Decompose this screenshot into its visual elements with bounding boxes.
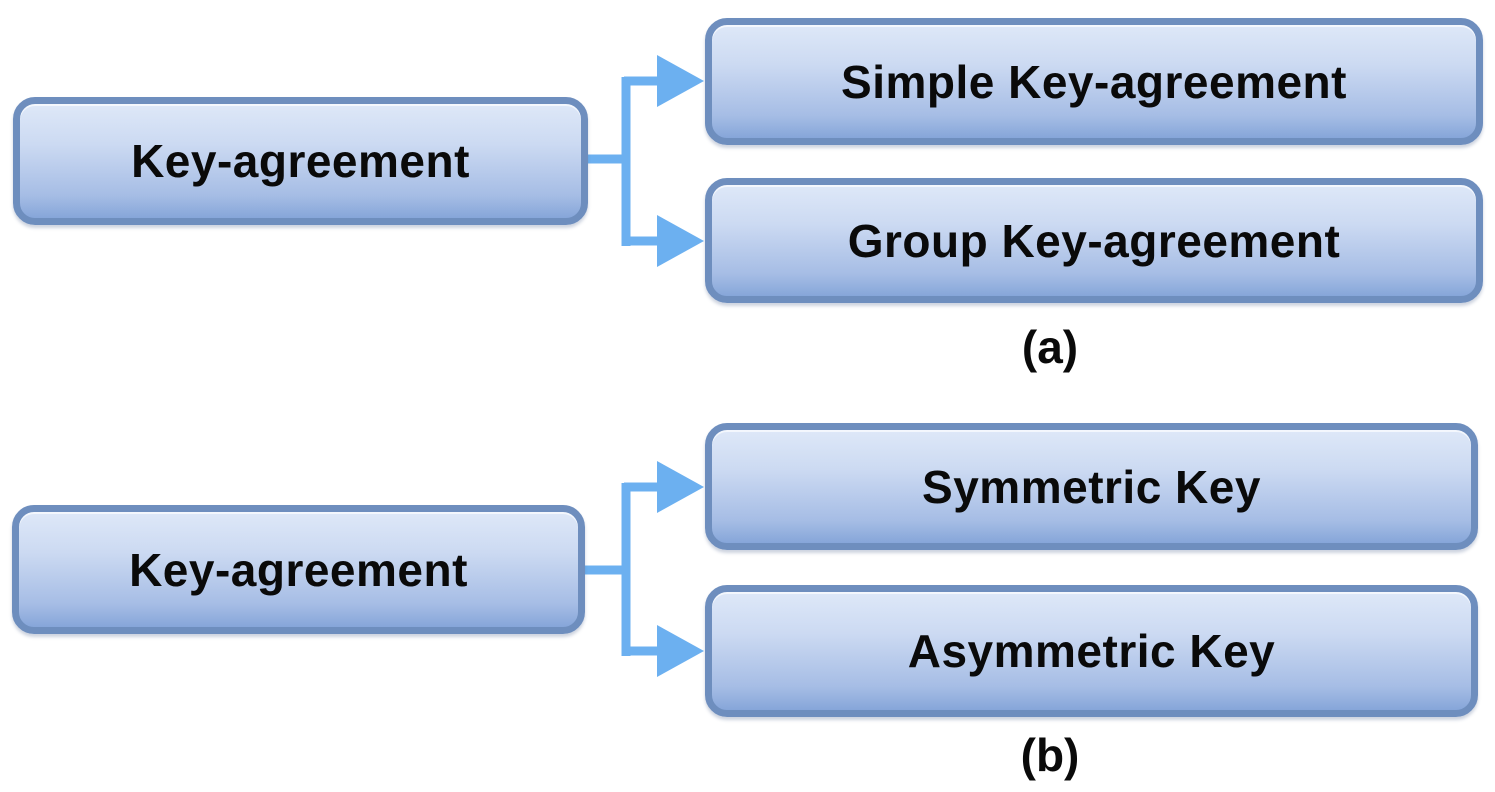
node-label: Key-agreement — [131, 135, 470, 187]
tree-a-connector — [588, 76, 660, 246]
node-key-agreement-b: Key-agreement — [12, 505, 585, 634]
arrowhead-icon — [657, 55, 704, 107]
node-label: Group Key-agreement — [847, 214, 1341, 267]
node-label: Symmetric Key — [922, 460, 1261, 513]
node-key-agreement-a: Key-agreement — [13, 97, 588, 225]
node-simple-key-agreement: Simple Key-agreement — [705, 18, 1483, 145]
arrowhead-icon — [657, 215, 704, 267]
tree-a-arrowheads — [657, 55, 704, 267]
caption-b: (b) — [1020, 729, 1080, 781]
node-label: Key-agreement — [129, 543, 468, 596]
tree-b-arrowheads — [657, 461, 704, 677]
arrowhead-icon — [657, 461, 704, 513]
arrowhead-icon — [657, 625, 704, 677]
node-asymmetric-key: Asymmetric Key — [705, 585, 1478, 717]
node-label: Simple Key-agreement — [841, 55, 1347, 108]
node-symmetric-key: Symmetric Key — [705, 423, 1478, 550]
node-label: Asymmetric Key — [907, 625, 1276, 677]
caption-a: (a) — [1021, 321, 1079, 373]
tree-b-connector — [585, 482, 660, 656]
node-group-key-agreement: Group Key-agreement — [705, 178, 1483, 303]
